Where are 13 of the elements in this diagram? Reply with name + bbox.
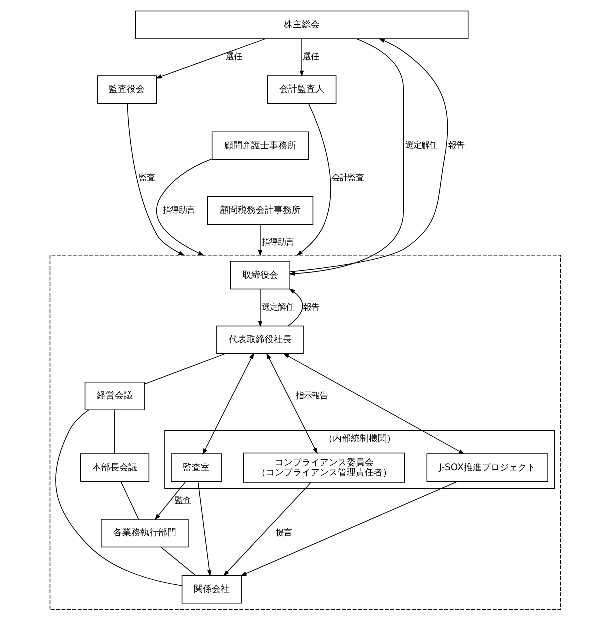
edge-label: 監査 [174, 495, 191, 506]
edge-label: 指導助言 [262, 237, 294, 248]
edge-label: 報告 [448, 140, 464, 150]
edge-label: 指示報告 [296, 390, 328, 400]
edge-label: 会計監査 [332, 172, 364, 183]
edge-label: 指導助言 [162, 204, 194, 215]
edge-label: 選任 [225, 52, 242, 62]
edge-label: 選定解任 [404, 140, 437, 150]
edge-label: 提言 [275, 527, 292, 538]
edge-label: 選定解任 [262, 302, 294, 312]
edge-label: 監査 [138, 172, 154, 183]
edge-label: 選任 [302, 52, 318, 62]
edge-label: 報告 [303, 302, 320, 312]
